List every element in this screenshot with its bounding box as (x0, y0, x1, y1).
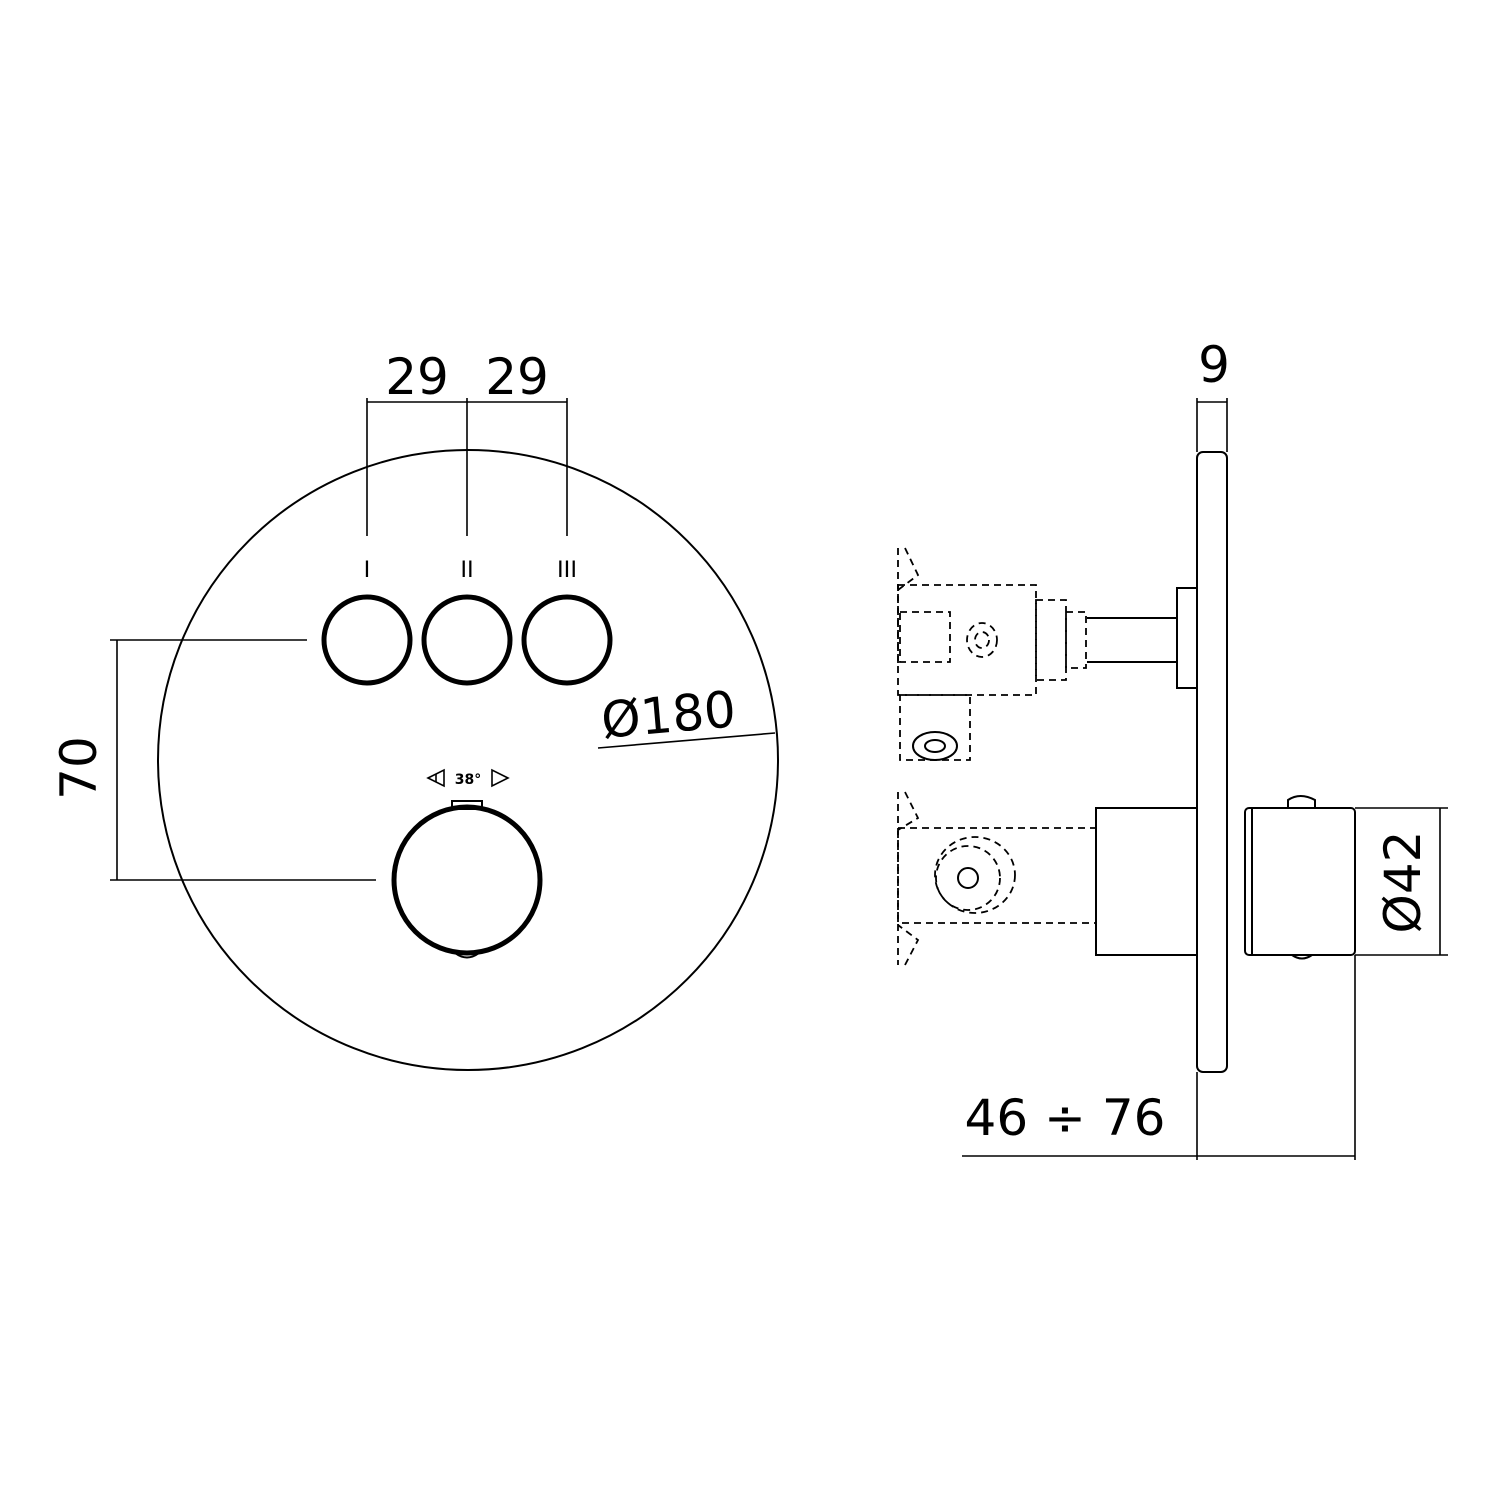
plate-thickness-dimension: 9 (1196, 336, 1230, 452)
upper-stem-collar (1176, 587, 1198, 689)
rotation-label: 38° (455, 772, 481, 788)
side-cover-plate (1196, 451, 1228, 1073)
thermostat-knob (391, 804, 543, 956)
button-spacing-dimension: 29 29 (366, 348, 568, 536)
button-III (521, 594, 613, 686)
spacing-left-value: 29 (385, 348, 449, 406)
rotation-indicator: 38° (426, 768, 510, 788)
installation-depth-dimension: 46 ÷ 76 (962, 955, 1356, 1160)
vertical-distance-value: 70 (50, 736, 108, 800)
installation-depth-value: 46 ÷ 76 (965, 1089, 1166, 1147)
side-thermostat-handle (1244, 795, 1356, 960)
button-label-I: I (364, 556, 371, 583)
spacing-right-value: 29 (485, 348, 549, 406)
upper-concealed-body (897, 547, 1087, 761)
front-view: I II III 38° 29 29 Ø180 (50, 348, 779, 1071)
lower-concealed-body (897, 791, 1198, 966)
button-I (321, 594, 413, 686)
knob-bottom-indicator (454, 952, 480, 959)
handle-diameter-value: Ø42 (1374, 831, 1432, 934)
button-label-II: II (460, 556, 473, 583)
side-view: 9 Ø42 46 ÷ 76 (897, 336, 1448, 1160)
button-label-III: III (557, 556, 577, 583)
cover-plate (157, 449, 779, 1071)
vertical-dimension: 70 (50, 639, 376, 881)
button-II (421, 594, 513, 686)
plate-diameter-value: Ø180 (599, 680, 738, 750)
rotation-right-arrow-icon (491, 768, 510, 788)
knob-top-indicator (451, 800, 483, 810)
plate-thickness-value: 9 (1198, 336, 1230, 394)
plate-diameter-dimension: Ø180 (597, 680, 776, 750)
handle-diameter-dimension: Ø42 (1355, 807, 1448, 956)
